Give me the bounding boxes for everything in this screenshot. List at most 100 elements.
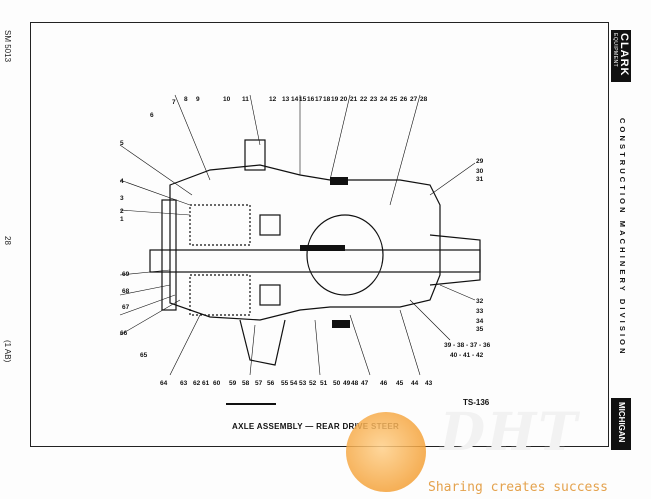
logo-sub-text: EQUIPMENT [612,33,618,68]
leader-line [174,94,211,181]
callout-69: 69 [122,271,130,278]
callout-50: 50 [333,380,341,387]
figure-ref: TS-136 [463,398,490,407]
right-tube [429,234,481,286]
bearing-lower [259,284,281,306]
callout-66: 66 [120,330,128,337]
callout-9: 9 [196,96,200,103]
callout-3: 3 [120,195,124,202]
callout-25: 25 [390,96,398,103]
doc-number: SM 5013 [3,30,12,63]
callout-5: 5 [120,140,124,147]
page-border [30,22,609,447]
watermark-mark: DHT [440,402,579,463]
leader-line [439,284,476,301]
divider-line [226,403,276,405]
leader-line [169,314,201,376]
callout-46: 46 [380,380,388,387]
callout-28: 28 [420,96,428,103]
leader-line [249,94,261,146]
callout-57: 57 [255,380,263,387]
leader-line [119,269,171,276]
callout-40-42: 40 - 41 - 42 [450,352,484,359]
callout-67: 67 [122,304,130,311]
callout-47: 47 [361,380,369,387]
callout-63: 63 [180,380,188,387]
leader-line [119,284,171,296]
callout-6: 6 [150,112,154,119]
issue-code: (1 AB) [3,340,12,363]
callout-52: 52 [309,380,317,387]
callout-35: 35 [476,326,484,333]
callout-27: 27 [410,96,418,103]
callout-11: 11 [242,96,249,103]
leader-line [429,162,476,196]
axle-assembly-drawing [119,94,481,376]
leader-line [119,144,193,196]
callout-34: 34 [476,318,484,325]
spline-gear [300,245,345,251]
callout-8: 8 [184,96,188,103]
callout-31: 31 [476,176,484,183]
wheel-flange [161,199,177,311]
logo-main-text: CLARK [618,33,630,77]
callout-20: 20 [340,96,348,103]
planetary-gear-lower [189,274,251,316]
leader-line [119,299,181,336]
callout-48: 48 [351,380,359,387]
michigan-badge: MICHIGAN [611,398,631,450]
clark-logo: CLARK EQUIPMENT [611,30,631,82]
callout-7: 7 [172,99,176,106]
leader-line [119,294,176,316]
callout-32: 32 [476,298,484,305]
callout-16: 16 [307,96,315,103]
kingpin-top [244,139,266,171]
callout-51: 51 [320,380,328,387]
callout-58: 58 [242,380,250,387]
callout-54: 54 [290,380,298,387]
callout-18: 18 [323,96,331,103]
bearing-upper [259,214,281,236]
seal-block [332,320,350,328]
callout-17: 17 [315,96,323,103]
callout-44: 44 [411,380,419,387]
leader-line [399,309,421,376]
page-number: 28 [3,236,12,245]
watermark-slogan: Sharing creates success [428,480,609,495]
callout-2: 2 [120,208,124,215]
callout-64: 64 [160,380,168,387]
callout-14: 14 [291,96,299,103]
callout-29: 29 [476,158,484,165]
differential-case [306,214,384,296]
leader-line [314,319,321,376]
callout-1: 1 [120,216,124,223]
housing-outline [169,164,441,321]
leader-line [409,299,451,341]
callout-10: 10 [223,96,231,103]
division-title: CONSTRUCTION MACHINERY DIVISION [618,118,627,357]
planetary-gear [189,204,251,246]
brake-section [239,319,286,366]
callout-15: 15 [299,96,307,103]
callout-39-36: 39 - 38 - 37 - 36 [444,342,491,349]
callout-4: 4 [120,178,124,185]
callout-13: 13 [282,96,290,103]
axle-shaft [149,249,481,273]
leader-line [119,179,191,206]
callout-49: 49 [343,380,351,387]
leader-line [389,94,421,206]
callout-30: 30 [476,168,484,175]
callout-56: 56 [267,380,275,387]
callout-21: 21 [350,96,358,103]
figure-caption: AXLE ASSEMBLY — REAR DRIVE STEER [232,422,400,431]
callout-61: 61 [202,380,210,387]
callout-19: 19 [331,96,339,103]
callout-24: 24 [380,96,388,103]
callout-43: 43 [425,380,433,387]
callout-12: 12 [269,96,277,103]
leader-line [329,94,351,181]
michigan-badge-text: MICHIGAN [617,402,626,443]
callout-33: 33 [476,308,484,315]
callout-45: 45 [396,380,404,387]
